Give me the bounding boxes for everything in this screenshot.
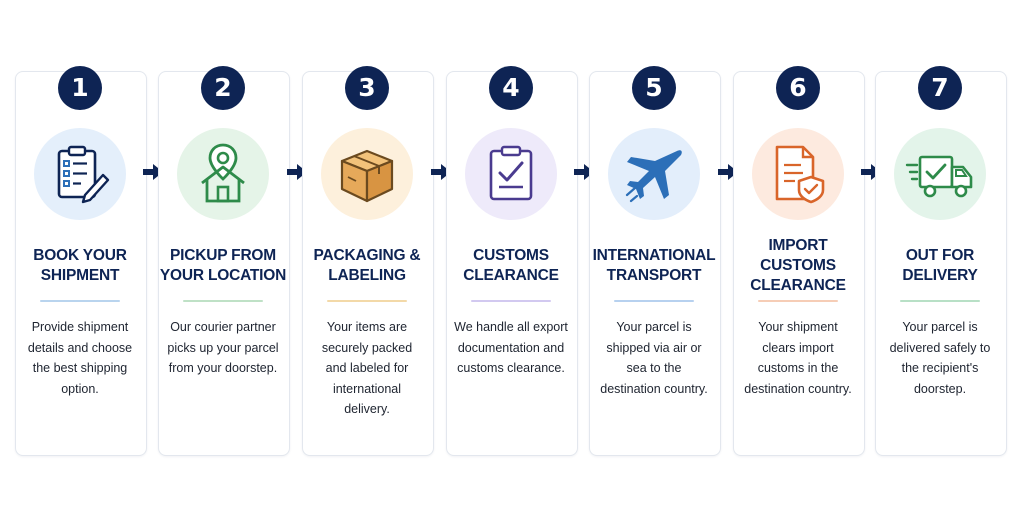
step-icon-circle	[894, 128, 986, 220]
step-title: CUSTOMS CLEARANCE	[463, 247, 559, 284]
airplane-icon	[625, 150, 682, 203]
step-description: Your items are securely packed and label…	[321, 320, 413, 416]
step-title: BOOK YOUR SHIPMENT	[33, 247, 127, 284]
package-box-icon	[340, 149, 394, 203]
step-number-badge: 2	[201, 66, 245, 110]
step-number-badge: 1	[58, 66, 102, 110]
step-description: Your parcel is delivered safely to the r…	[889, 320, 991, 396]
step-number-badge: 4	[489, 66, 533, 110]
step-description: We handle all export documentation and c…	[454, 320, 568, 375]
clipboard-checklist-icon	[57, 145, 110, 204]
step-icon-circle	[34, 128, 126, 220]
step-divider	[471, 300, 551, 302]
step-icon-circle	[752, 128, 844, 220]
import-document-shield-icon	[775, 145, 825, 204]
step-icon-circle	[608, 128, 700, 220]
step-divider	[40, 300, 120, 302]
step-description: Your parcel is shipped via air or sea to…	[600, 320, 708, 396]
step-title: IMPORT CUSTOMS CLEARANCE	[750, 237, 846, 294]
step-divider	[900, 300, 980, 302]
step-icon-circle	[465, 128, 557, 220]
step-divider	[327, 300, 407, 302]
step-description: Provide shipment details and choose the …	[27, 320, 133, 396]
step-number-badge: 5	[632, 66, 676, 110]
step-title: PACKAGING & LABELING	[313, 247, 421, 284]
house-location-pin-icon	[201, 143, 245, 203]
step-title: INTERNATIONAL TRANSPORT	[592, 247, 716, 284]
step-icon-circle	[321, 128, 413, 220]
step-divider	[183, 300, 263, 302]
step-icon-circle	[177, 128, 269, 220]
step-title: OUT FOR DELIVERY	[902, 247, 978, 284]
customs-clipboard-icon	[489, 145, 533, 201]
step-divider	[758, 300, 838, 302]
step-number-badge: 7	[918, 66, 962, 110]
step-number-badge: 6	[776, 66, 820, 110]
step-description: Our courier partner picks up your parcel…	[167, 320, 279, 375]
step-number-badge: 3	[345, 66, 389, 110]
step-divider	[614, 300, 694, 302]
delivery-truck-icon	[905, 155, 973, 198]
step-description: Your shipment clears import customs in t…	[744, 320, 852, 396]
step-title: PICKUP FROM YOUR LOCATION	[159, 247, 287, 284]
